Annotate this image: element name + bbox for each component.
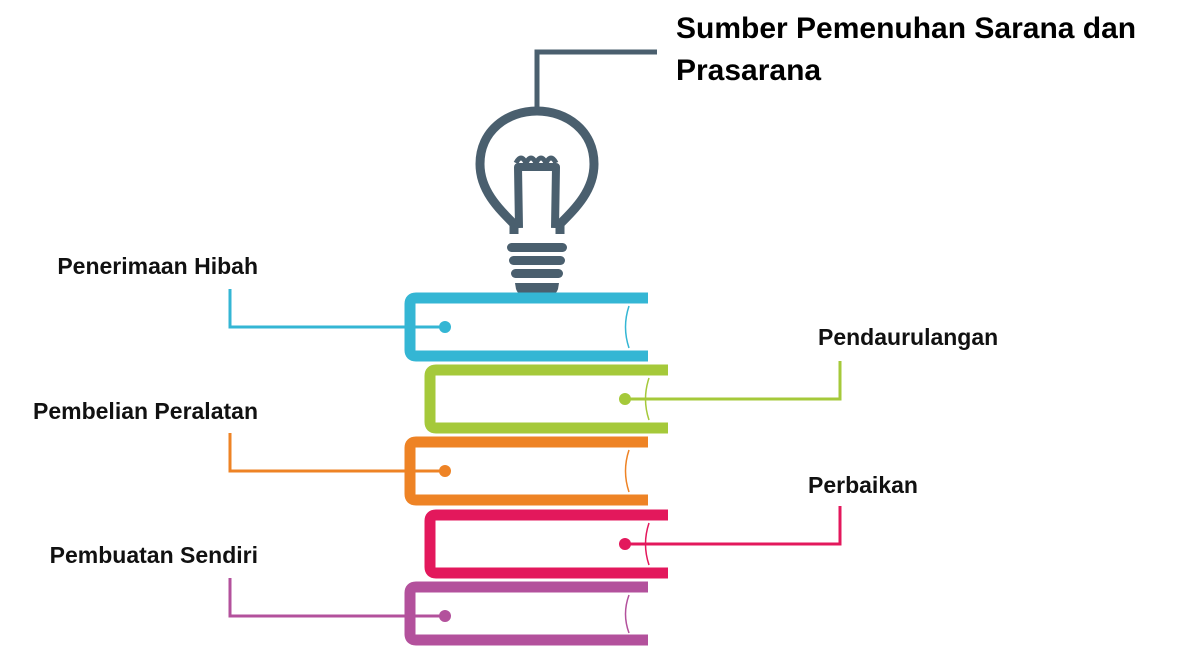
diagram-title: Sumber Pemenuhan Sarana dan Prasarana <box>676 12 1137 87</box>
book-page-edge <box>624 449 630 493</box>
connector-line <box>625 506 842 546</box>
connector-dot <box>439 465 451 477</box>
bulb-base-ring-2 <box>509 256 565 265</box>
label-pendaurulangan: Pendaurulangan <box>818 324 999 350</box>
connector-dot <box>439 610 451 622</box>
bulb-base-ring-1 <box>507 243 567 252</box>
connector-line <box>625 361 842 401</box>
book-page-edge <box>624 305 630 349</box>
light-bulb-icon <box>475 106 599 298</box>
connector-line <box>228 433 445 473</box>
book-cover <box>424 509 668 579</box>
bulb-base-ring-3 <box>511 269 563 278</box>
connector-dot <box>439 321 451 333</box>
title-connector-line <box>534 49 657 110</box>
book-cover <box>404 581 648 646</box>
book-perbaikan <box>424 506 842 579</box>
book-pembelian-peralatan <box>228 433 648 506</box>
connector-line <box>228 289 445 329</box>
book-page-edge <box>624 594 630 634</box>
book-penerimaan-hibah <box>228 289 648 362</box>
label-pembuatan-sendiri: Pembuatan Sendiri <box>49 542 258 568</box>
bulb-filament <box>514 163 560 229</box>
connector-line <box>228 578 445 618</box>
book-pembuatan-sendiri <box>228 578 648 646</box>
book-cover <box>424 364 668 434</box>
connector-dot <box>619 393 631 405</box>
connector-dot <box>619 538 631 550</box>
bulb-glass <box>475 106 599 234</box>
label-perbaikan: Perbaikan <box>808 472 918 498</box>
label-pembelian-peralatan: Pembelian Peralatan <box>33 398 258 424</box>
label-penerimaan-hibah: Penerimaan Hibah <box>57 253 258 279</box>
book-pendaurulangan <box>424 361 842 434</box>
bulb-filament-coil <box>513 155 559 166</box>
